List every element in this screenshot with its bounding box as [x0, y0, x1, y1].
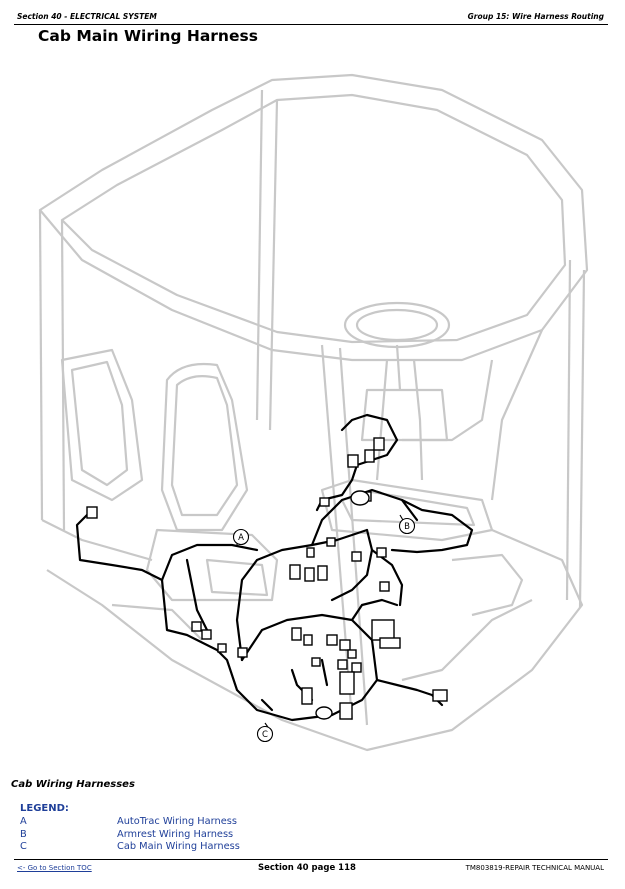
- section-toc-link[interactable]: <- Go to Section TOC: [17, 864, 92, 872]
- legend-item: C Cab Main Wiring Harness: [20, 841, 320, 854]
- page-number: Section 40 page 118: [258, 863, 356, 873]
- figure-caption: Cab Wiring Harnesses: [11, 779, 135, 790]
- legend-key: B: [20, 828, 27, 840]
- cab-wiring-illustration: A B C: [38, 73, 589, 752]
- legend-label: AutoTrac Wiring Harness: [117, 816, 237, 827]
- header-divider: [14, 24, 608, 25]
- legend-label: Armrest Wiring Harness: [117, 828, 234, 840]
- legend-item: A AutoTrac Wiring Harness: [20, 816, 320, 829]
- section-header: Section 40 - ELECTRICAL SYSTEM: [17, 12, 157, 21]
- legend-heading: LEGEND:: [20, 803, 69, 814]
- callout-b-label: B: [404, 522, 410, 532]
- callout-b-marker: [398, 517, 416, 535]
- legend-key: A: [20, 816, 27, 827]
- callout-a-marker: [232, 528, 250, 546]
- footer-divider: [14, 859, 608, 860]
- legend-label: Cab Main Wiring Harness: [117, 841, 240, 852]
- legend-item: B Armrest Wiring Harness: [20, 829, 320, 842]
- manual-id: TM803819-REPAIR TECHNICAL MANUAL: [465, 864, 604, 872]
- callout-c-label: C: [262, 730, 268, 740]
- page-title: Cab Main Wiring Harness: [38, 27, 258, 45]
- callout-c-marker: [256, 725, 274, 743]
- legend-list: A AutoTrac Wiring Harness B Armrest Wiri…: [20, 816, 320, 854]
- group-header: Group 15: Wire Harness Routing: [467, 12, 604, 21]
- legend-key: C: [20, 841, 27, 852]
- callout-a-label: A: [238, 533, 244, 543]
